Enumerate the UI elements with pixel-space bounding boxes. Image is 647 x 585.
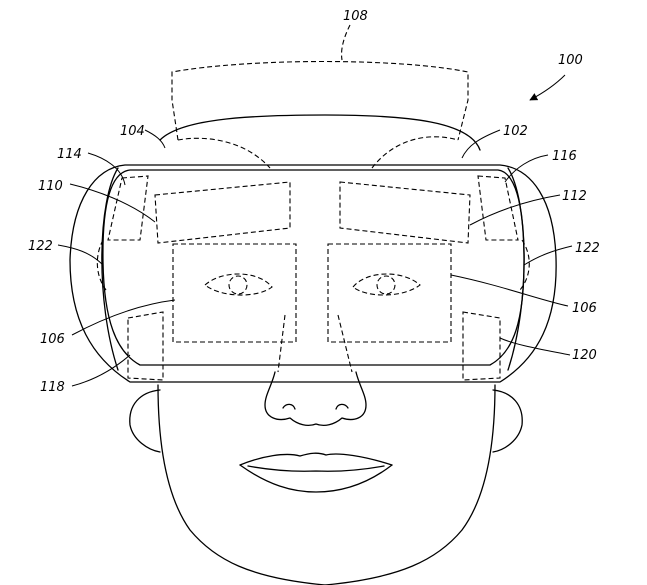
temple-module-left-114 [107,175,149,241]
lower-module-left-118 [127,311,164,381]
strap-curve-left [177,137,271,169]
lower-module-right-120 [462,311,501,381]
eye-right [352,273,421,296]
label-120: 120 [572,348,597,363]
label-106-right: 106 [572,301,597,316]
label-118: 118 [40,380,65,395]
nose-bridge-right [337,314,353,373]
headset-left-edge [101,167,119,371]
ear-right [492,389,523,453]
face-right-side [324,384,496,585]
head-outline [159,114,481,151]
label-106-left: 106 [40,332,65,347]
display-left-106 [172,243,297,343]
headset-outer-shell [69,164,557,383]
nose [264,371,367,426]
label-114: 114 [57,147,82,162]
face-left-side [157,384,326,585]
label-112: 112 [562,189,587,204]
mouth-lower-lip [239,464,393,493]
label-104: 104 [120,124,145,139]
reference-labels: 100 102 104 106 106 108 110 112 114 116 … [28,9,600,395]
label-122-left: 122 [28,239,53,254]
leader-lines [57,24,573,387]
head-strap-108 [171,60,469,141]
side-sensor-left-122 [96,239,107,291]
label-102: 102 [503,124,528,139]
label-108: 108 [343,9,368,24]
display-right-106 [327,243,452,343]
head [129,114,523,585]
mouth-line [247,465,385,472]
nostril-left [282,403,296,410]
label-100: 100 [558,53,583,68]
mouth-upper-lip [239,452,393,466]
headset [69,164,557,383]
ear-left [129,389,161,453]
label-116: 116 [552,149,577,164]
upper-module-left-110 [154,181,291,244]
label-122-right: 122 [575,241,600,256]
nostril-right [335,403,349,410]
headset-right-edge [507,167,525,371]
nose-bridge-left [277,314,286,373]
label-110: 110 [38,179,63,194]
strap-curve-right [371,136,459,169]
upper-module-right-112 [339,181,471,244]
headset-front-panel [102,169,525,366]
eye-left [204,273,273,296]
side-sensor-right-122 [519,239,530,291]
temple-module-right-116 [477,175,519,241]
